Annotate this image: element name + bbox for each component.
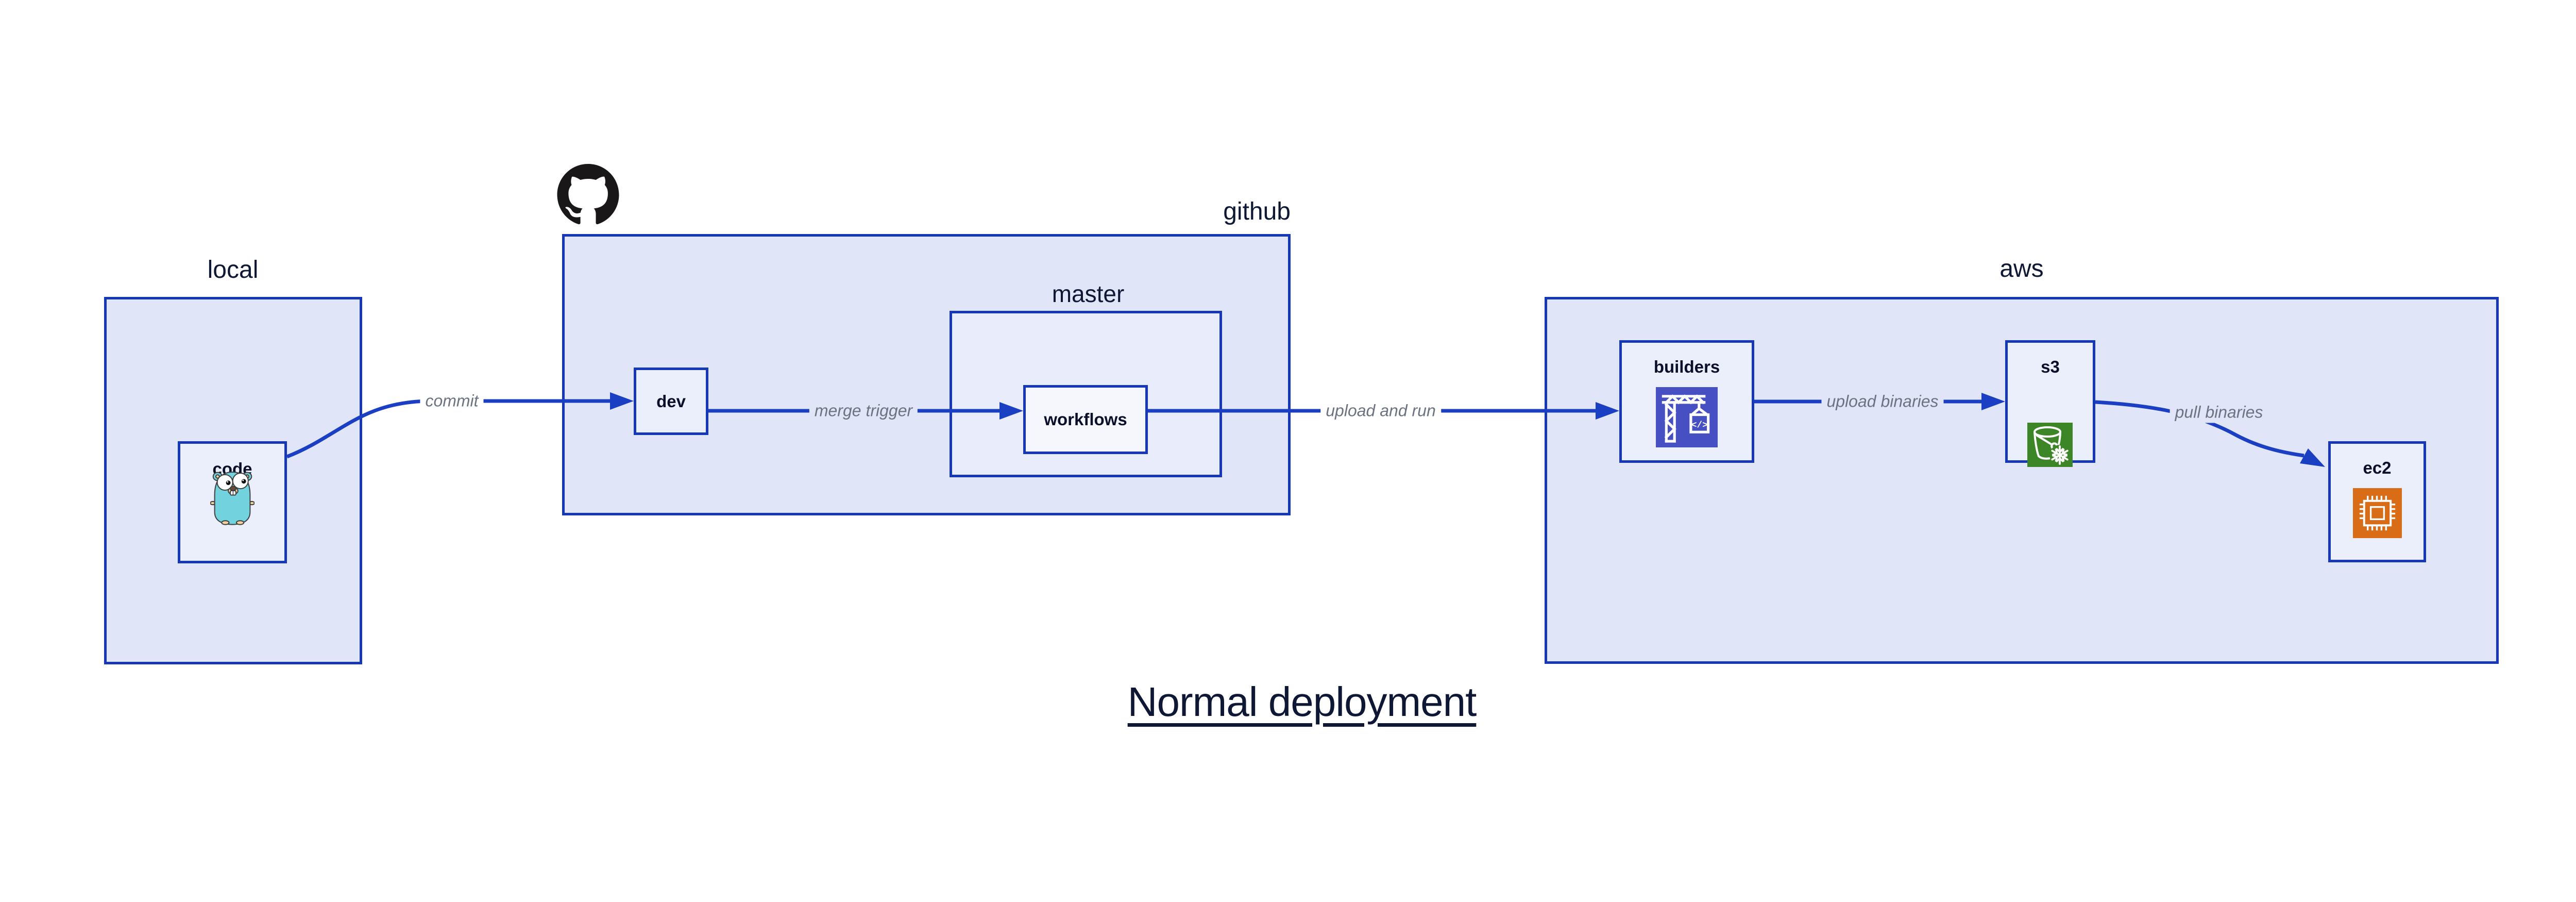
dev-node-box: dev xyxy=(634,368,708,435)
go-gopher-icon xyxy=(210,471,255,525)
dev-node-label: dev xyxy=(656,391,686,411)
local-container-box: code xyxy=(104,297,362,664)
builders-node-box: builders xyxy=(1619,340,1754,463)
github-container-label: github xyxy=(1223,198,1291,225)
master-container-box: workflows xyxy=(950,311,1222,477)
code-node-box: code xyxy=(178,441,287,563)
edge-commit-label: commit xyxy=(420,390,484,412)
s3-node-label: s3 xyxy=(2041,357,2060,376)
workflows-node-box: workflows xyxy=(1023,385,1148,454)
workflows-node-label: workflows xyxy=(1044,410,1127,429)
diagram-title: Normal deployment xyxy=(1127,679,1477,725)
aws-container-label: aws xyxy=(1999,255,2044,282)
edge-upload-and-run-label: upload and run xyxy=(1320,400,1441,422)
master-container-label: master xyxy=(1052,280,1125,307)
local-container-label: local xyxy=(207,256,259,283)
s3-node-box: s3 xyxy=(2005,340,2095,467)
edge-upload-binaries-label: upload binaries xyxy=(1821,391,1944,412)
s3-glacier-bucket-icon xyxy=(2027,423,2073,467)
svg-text:</>: </> xyxy=(1691,420,1708,430)
github-octocat-icon xyxy=(557,164,619,225)
edge-merge-trigger-label: merge trigger xyxy=(809,400,918,422)
aws-container-box: builders xyxy=(1545,297,2499,664)
edge-pull-binaries-label: pull binaries xyxy=(2170,402,2268,423)
ec2-node-box: ec2 xyxy=(2328,441,2426,562)
ec2-node-label: ec2 xyxy=(2363,458,2392,477)
builders-node-label: builders xyxy=(1653,357,1720,376)
crane-codebuild-icon: </> xyxy=(1656,387,1718,447)
ec2-chip-icon xyxy=(2353,488,2402,538)
github-container-box: dev master workflows xyxy=(562,234,1291,515)
